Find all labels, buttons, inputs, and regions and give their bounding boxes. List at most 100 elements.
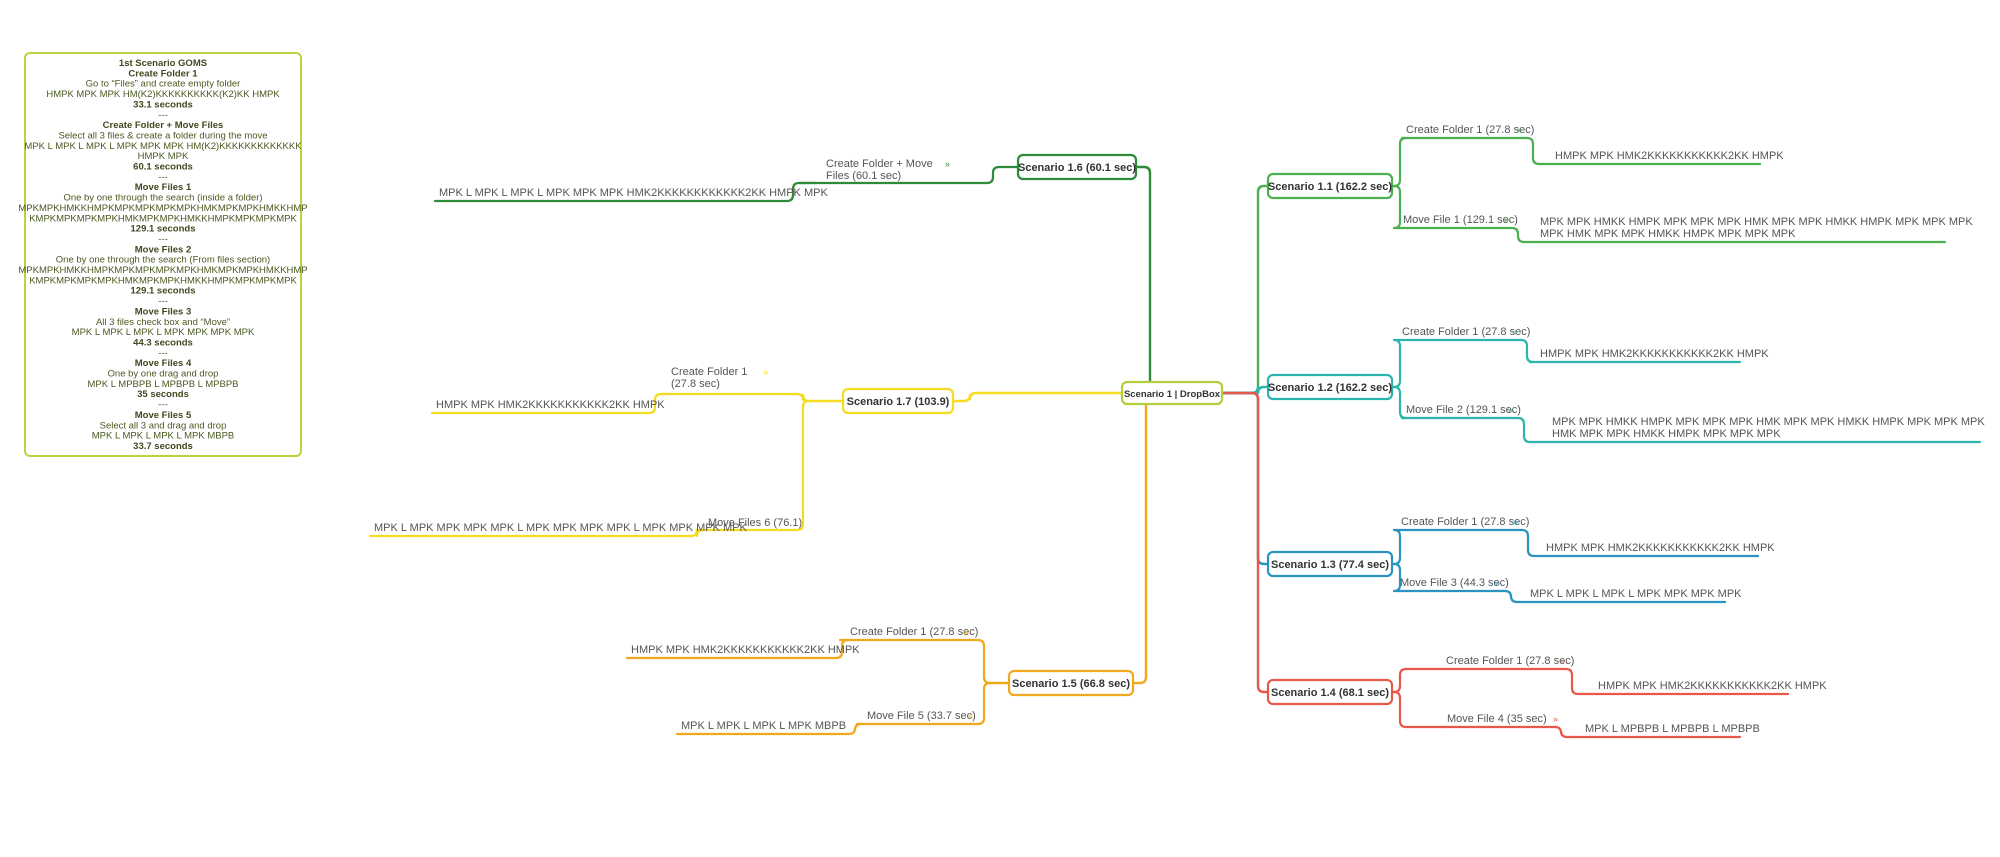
leaf-text-s14-1-0: MPK L MPBPB L MPBPB L MPBPB <box>1585 723 1760 735</box>
leaf-text-s11-1-0: MPK MPK HMKK HMPK MPK MPK MPK HMK MPK MP… <box>1540 216 1973 228</box>
note-line-4: 33.1 seconds <box>133 99 193 110</box>
note-line-9: HMPK MPK <box>138 151 189 162</box>
leaf-text-s14-0-0: HMPK MPK HMK2KKKKKKKKKKK2KK HMPK <box>1598 680 1827 692</box>
note-line-6: Create Folder + Move Files <box>103 120 224 131</box>
leaf-connector-s17-1 <box>688 528 705 538</box>
connector-s12-b0 <box>1390 338 1402 389</box>
scenario-node-s11-label: Scenario 1.1 (162.2 sec) <box>1268 181 1392 193</box>
leaf-connector-s17-0 <box>643 392 667 415</box>
scenario-node-s14-frame <box>1266 678 1394 706</box>
scenario-node-s17-frame <box>841 387 955 415</box>
leaf-connector-s15-1 <box>843 722 863 736</box>
expand-icon-s12-0[interactable]: » <box>1512 327 1517 337</box>
scenario-node-s16-frame <box>1016 153 1138 181</box>
note-line-2: Go to “Files” and create empty folder <box>86 79 241 90</box>
leaf-text-s15-0-0: HMPK MPK HMK2KKKKKKKKKKK2KK HMPK <box>631 644 860 656</box>
connector-s15-b1 <box>858 681 1011 726</box>
branch-label-s17-0: Create Folder 1(27.8 sec) <box>671 366 747 390</box>
scenario-node-s16[interactable]: Scenario 1.6 (60.1 sec) <box>1016 153 1138 181</box>
connector-root-s17 <box>951 391 1124 403</box>
root-node-frame <box>1120 380 1224 406</box>
scenario-node-s14-label: Scenario 1.4 (68.1 sec) <box>1271 687 1389 699</box>
expand-icon-s15-0[interactable]: » <box>963 627 968 637</box>
expand-icon-s13-0[interactable]: » <box>1513 517 1518 527</box>
note-line-35: Select all 3 and drag and drop <box>100 420 227 431</box>
note-line-17: --- <box>158 234 168 245</box>
branch-label-s11-1: Move File 1 (129.1 sec) <box>1403 214 1518 226</box>
expand-icon-s16-0[interactable]: » <box>945 159 950 169</box>
leaf-connector-s15-0 <box>833 638 850 660</box>
scenario-node-s17[interactable]: Scenario 1.7 (103.9) <box>841 387 955 415</box>
branch-label-s15-1: Move File 5 (33.7 sec) <box>867 710 976 722</box>
leaf-text-s12-0-0: HMPK MPK HMK2KKKKKKKKKKK2KK HMPK <box>1540 348 1769 360</box>
connector-s13-b1 <box>1390 562 1402 593</box>
connector-s14-b0 <box>1390 667 1444 694</box>
connector-s16-b0 <box>798 165 1020 185</box>
scenario-node-s12-frame <box>1266 373 1394 401</box>
note-line-5: --- <box>158 110 168 121</box>
goms-summary-note <box>24 52 302 457</box>
note-line-22: 129.1 seconds <box>131 286 196 297</box>
connector-root-s14 <box>1220 391 1270 694</box>
note-line-30: One by one drag and drop <box>108 369 219 380</box>
connector-root-s15 <box>1131 403 1148 685</box>
connector-root-s16 <box>1134 165 1152 383</box>
connector-s17-b1 <box>700 399 845 532</box>
note-line-14: MPKMPKHMKKHMPKMPKMPKMPKMPKHMKMPKMPKHMKKH… <box>18 203 307 214</box>
leaf-text-s13-1-0: MPK L MPK L MPK L MPK MPK MPK MPK <box>1530 588 1742 600</box>
branch-label-s11-0: Create Folder 1 (27.8 sec) <box>1406 124 1534 136</box>
note-line-23: --- <box>158 296 168 307</box>
expand-icon-s12-1[interactable]: » <box>1508 405 1513 415</box>
expand-icon-s15-1[interactable]: » <box>968 711 973 721</box>
branch-label-s12-1: Move File 2 (129.1 sec) <box>1406 404 1521 416</box>
leaf-text-s16-0-0: MPK L MPK L MPK L MPK MPK MPK HMK2KKKKKK… <box>439 187 828 199</box>
leaf-connector-s14-0 <box>1564 667 1590 696</box>
leaf-connector-s14-1 <box>1553 725 1577 739</box>
connector-s15-b0 <box>844 638 1011 685</box>
leaf-connector-s13-0 <box>1518 528 1538 558</box>
expand-icon-s14-1[interactable]: » <box>1553 714 1558 724</box>
expand-icon-s11-1[interactable]: » <box>1504 215 1509 225</box>
expand-icon-s17-0[interactable]: » <box>763 367 768 377</box>
connector-root-s11 <box>1220 184 1270 395</box>
connector-s12-b1 <box>1390 385 1408 420</box>
expand-icon-s11-0[interactable]: » <box>1517 125 1522 135</box>
note-line-10: 60.1 seconds <box>133 162 193 173</box>
expand-icon-s13-1[interactable]: » <box>1495 578 1500 588</box>
note-line-13: One by one through the search (inside a … <box>63 193 262 204</box>
note-line-1: Create Folder 1 <box>128 68 198 79</box>
scenario-node-s14[interactable]: Scenario 1.4 (68.1 sec) <box>1266 678 1394 706</box>
scenario-node-s11-frame <box>1266 172 1394 200</box>
note-line-37: 33.7 seconds <box>133 441 193 452</box>
expand-icon-s14-0[interactable]: » <box>1560 656 1565 666</box>
scenario-node-s16-label: Scenario 1.6 (60.1 sec) <box>1018 162 1136 174</box>
note-line-28: --- <box>158 348 168 359</box>
note-line-34: Move Files 5 <box>135 410 192 421</box>
note-line-25: All 3 files check box and “Move” <box>96 317 230 328</box>
leaf-connector-s16-0 <box>783 181 802 203</box>
leaf-text-s11-0-0: HMPK MPK HMK2KKKKKKKKKKK2KK HMPK <box>1555 150 1784 162</box>
connector-root-s13 <box>1220 391 1270 566</box>
note-line-33: --- <box>158 400 168 411</box>
leaf-connector-s12-1 <box>1513 416 1544 444</box>
note-line-31: MPK L MPBPB L MPBPB L MPBPB <box>88 379 239 390</box>
scenario-node-s15[interactable]: Scenario 1.5 (66.8 sec) <box>1007 669 1135 697</box>
scenario-node-s12[interactable]: Scenario 1.2 (162.2 sec) <box>1266 373 1394 401</box>
note-line-12: Move Files 1 <box>135 182 192 193</box>
branch-label-s17-1: Move Files 6 (76.1) <box>708 517 802 529</box>
note-line-29: Move Files 4 <box>135 358 192 369</box>
note-line-7: Select all 3 files & create a folder dur… <box>58 130 267 141</box>
note-line-11: --- <box>158 172 168 183</box>
note-line-36: MPK L MPK L MPK L MPK MBPB <box>92 431 235 442</box>
note-line-26: MPK L MPK L MPK L MPK MPK MPK MPK <box>72 327 255 338</box>
connector-s11-b0 <box>1390 136 1408 188</box>
scenario-node-s11[interactable]: Scenario 1.1 (162.2 sec) <box>1266 172 1394 200</box>
note-line-8: MPK L MPK L MPK L MPK MPK MPK HM(K2)KKKK… <box>24 141 302 152</box>
leaf-connector-s11-0 <box>1520 136 1547 166</box>
note-line-27: 44.3 seconds <box>133 337 193 348</box>
scenario-node-s13[interactable]: Scenario 1.3 (77.4 sec) <box>1266 550 1394 578</box>
connector-s13-b0 <box>1390 528 1402 566</box>
root-node[interactable]: Scenario 1 | DropBox <box>1120 380 1224 406</box>
